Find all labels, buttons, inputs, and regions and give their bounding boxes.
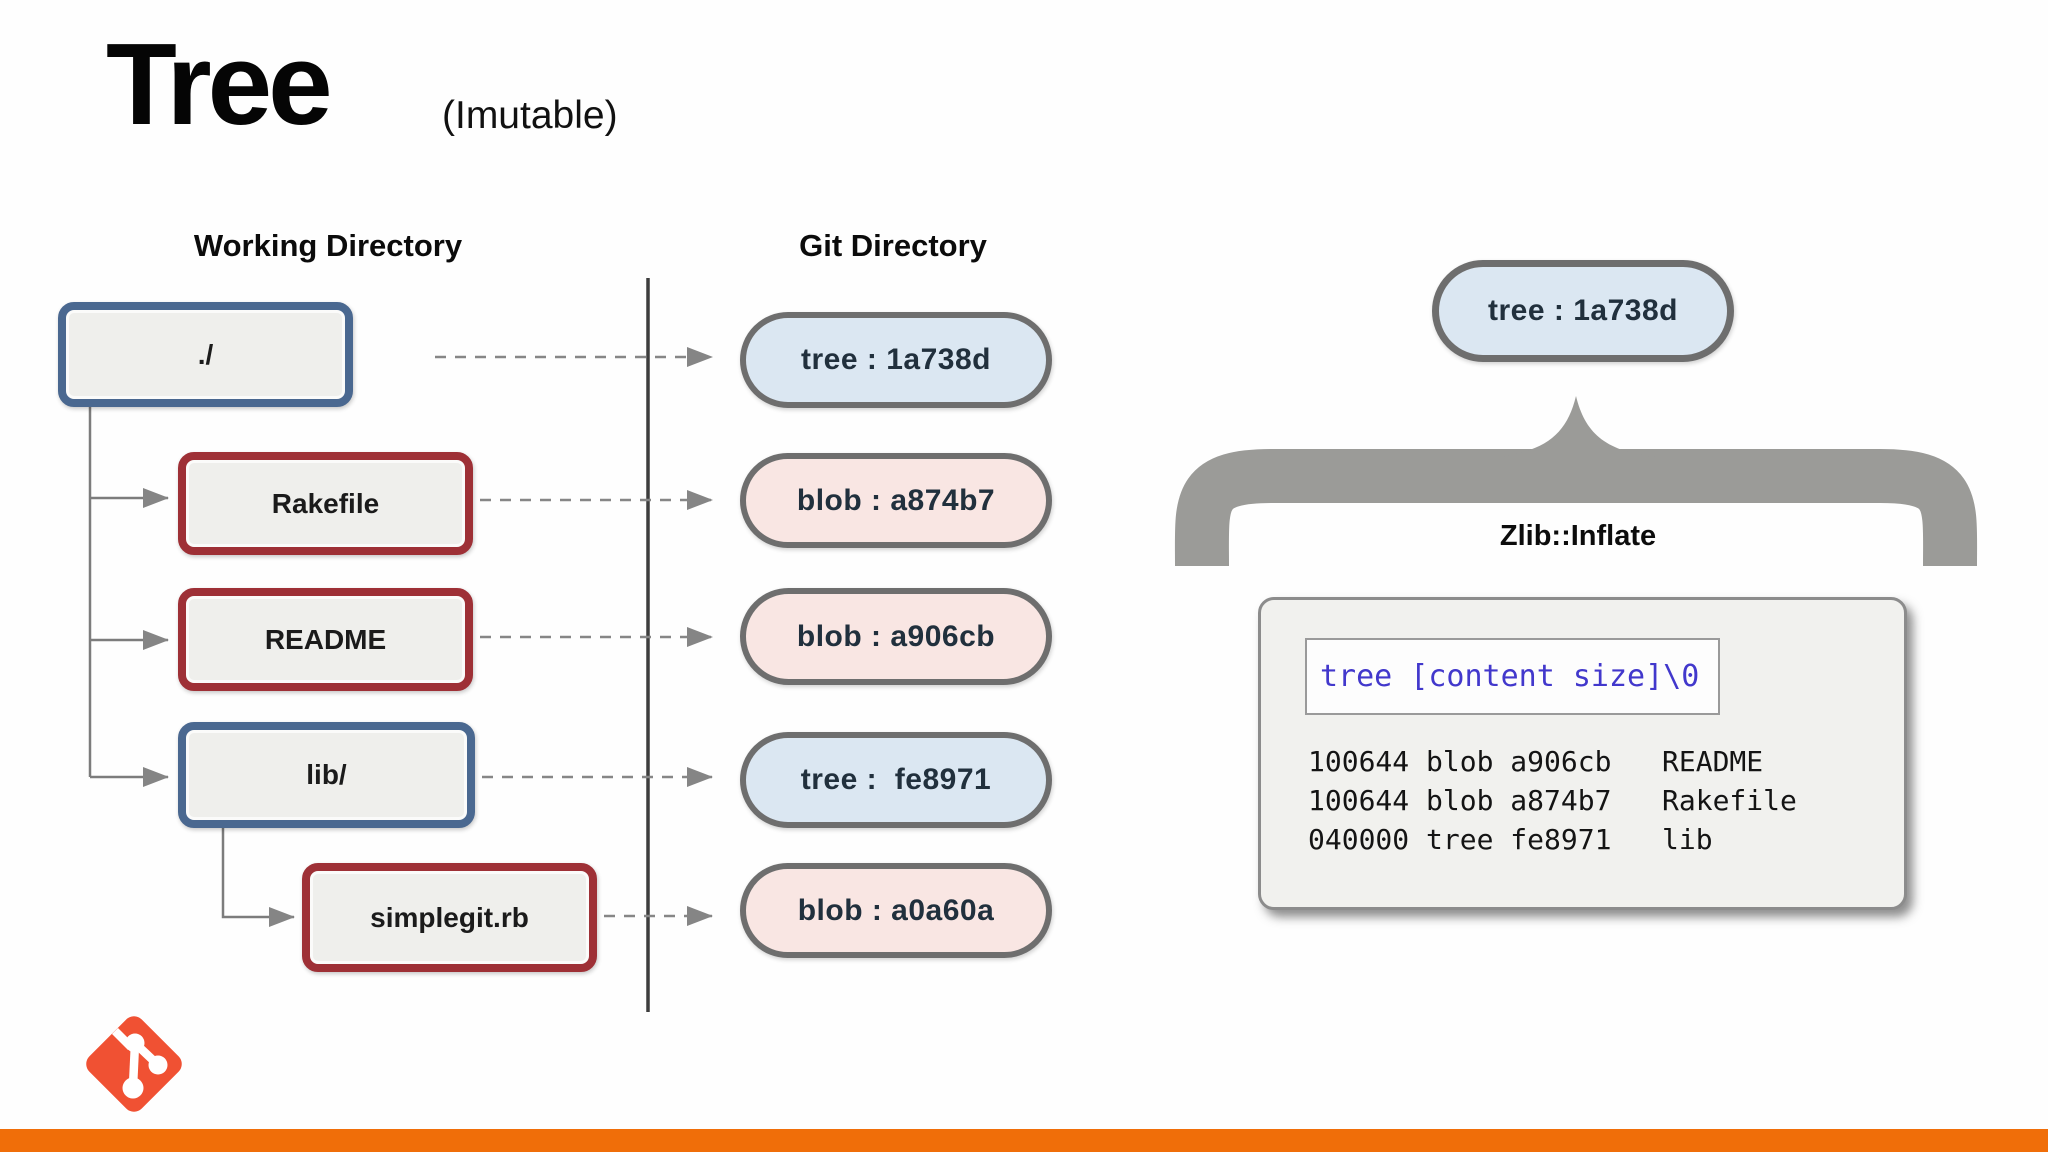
footer-accent-bar [0, 1129, 2048, 1152]
git-object-pill-tree-fe8971: tree : fe8971 [740, 732, 1052, 828]
tree-content-panel: tree [content size]\0 100644 blob a906cb… [1258, 597, 1907, 910]
tree-entry-readme: 100644 blob a906cb README [1308, 745, 1764, 778]
tree-entry-lib: 040000 tree fe8971 lib [1308, 823, 1713, 856]
zlib-inflate-label: Zlib::Inflate [1499, 520, 1657, 552]
git-directory-heading: Git Directory [799, 228, 987, 263]
tree-entry-rakefile: 100644 blob a874b7 Rakefile [1308, 784, 1797, 817]
git-object-pill-blob-a874b7: blob : a874b7 [740, 453, 1052, 548]
working-box-lib: lib/ [178, 722, 475, 828]
inflate-source-pill: tree : 1a738d [1432, 260, 1734, 362]
slide-title: Tree [106, 19, 333, 149]
working-directory-heading: Working Directory [193, 228, 463, 263]
git-object-pill-blob-a0a60a: blob : a0a60a [740, 863, 1052, 958]
slide-subtitle: (Imutable) [442, 94, 618, 137]
working-box-rakefile: Rakefile [178, 452, 473, 555]
working-box-simplegit: simplegit.rb [302, 863, 597, 972]
object-mapping-dashed-arrows [435, 347, 713, 926]
working-box-readme: README [178, 588, 473, 691]
git-object-pill-blob-a906cb: blob : a906cb [740, 588, 1052, 685]
working-box-root: ./ [58, 302, 353, 407]
git-logo-icon [86, 1016, 182, 1112]
git-object-pill-tree-1a738d: tree : 1a738d [740, 312, 1052, 408]
tree-object-header: tree [content size]\0 [1305, 638, 1720, 715]
tree-entry-list: 100644 blob a906cb README 100644 blob a8… [1308, 742, 1797, 859]
